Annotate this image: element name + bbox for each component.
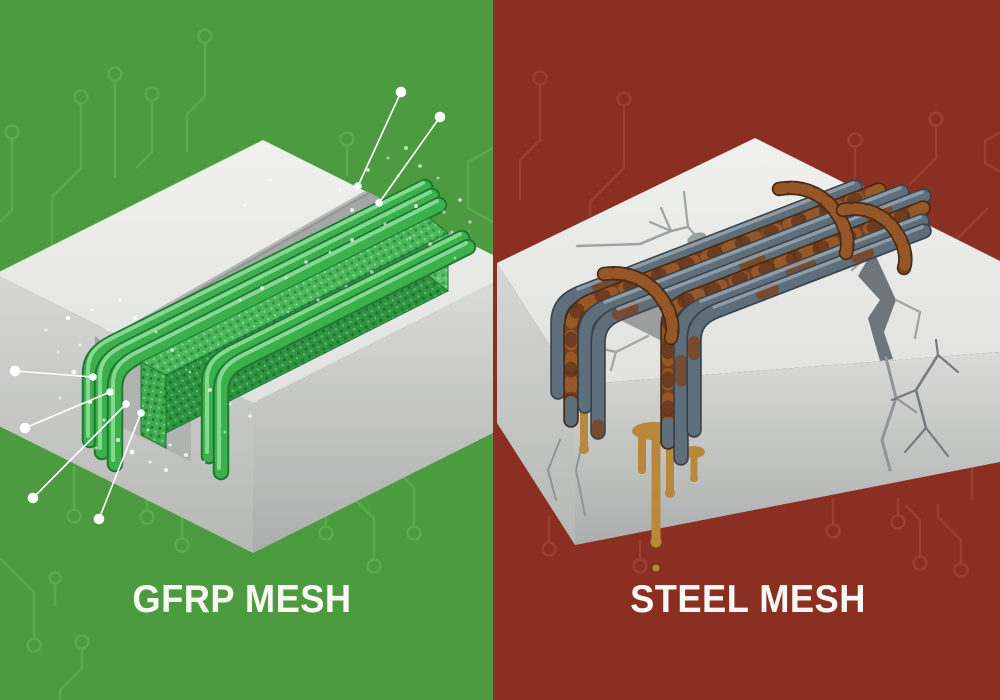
gfrp-callout-lines <box>9 86 446 525</box>
gfrp-bars-front <box>200 229 477 481</box>
gfrp-bars-back <box>81 178 448 473</box>
steel-stirrups <box>596 180 913 346</box>
gfrp-panel-scene <box>0 0 493 700</box>
steel-label: STEEL MESH <box>630 578 866 621</box>
gfrp-label: GFRP MESH <box>132 578 352 621</box>
steel-panel-scene <box>493 0 1000 700</box>
